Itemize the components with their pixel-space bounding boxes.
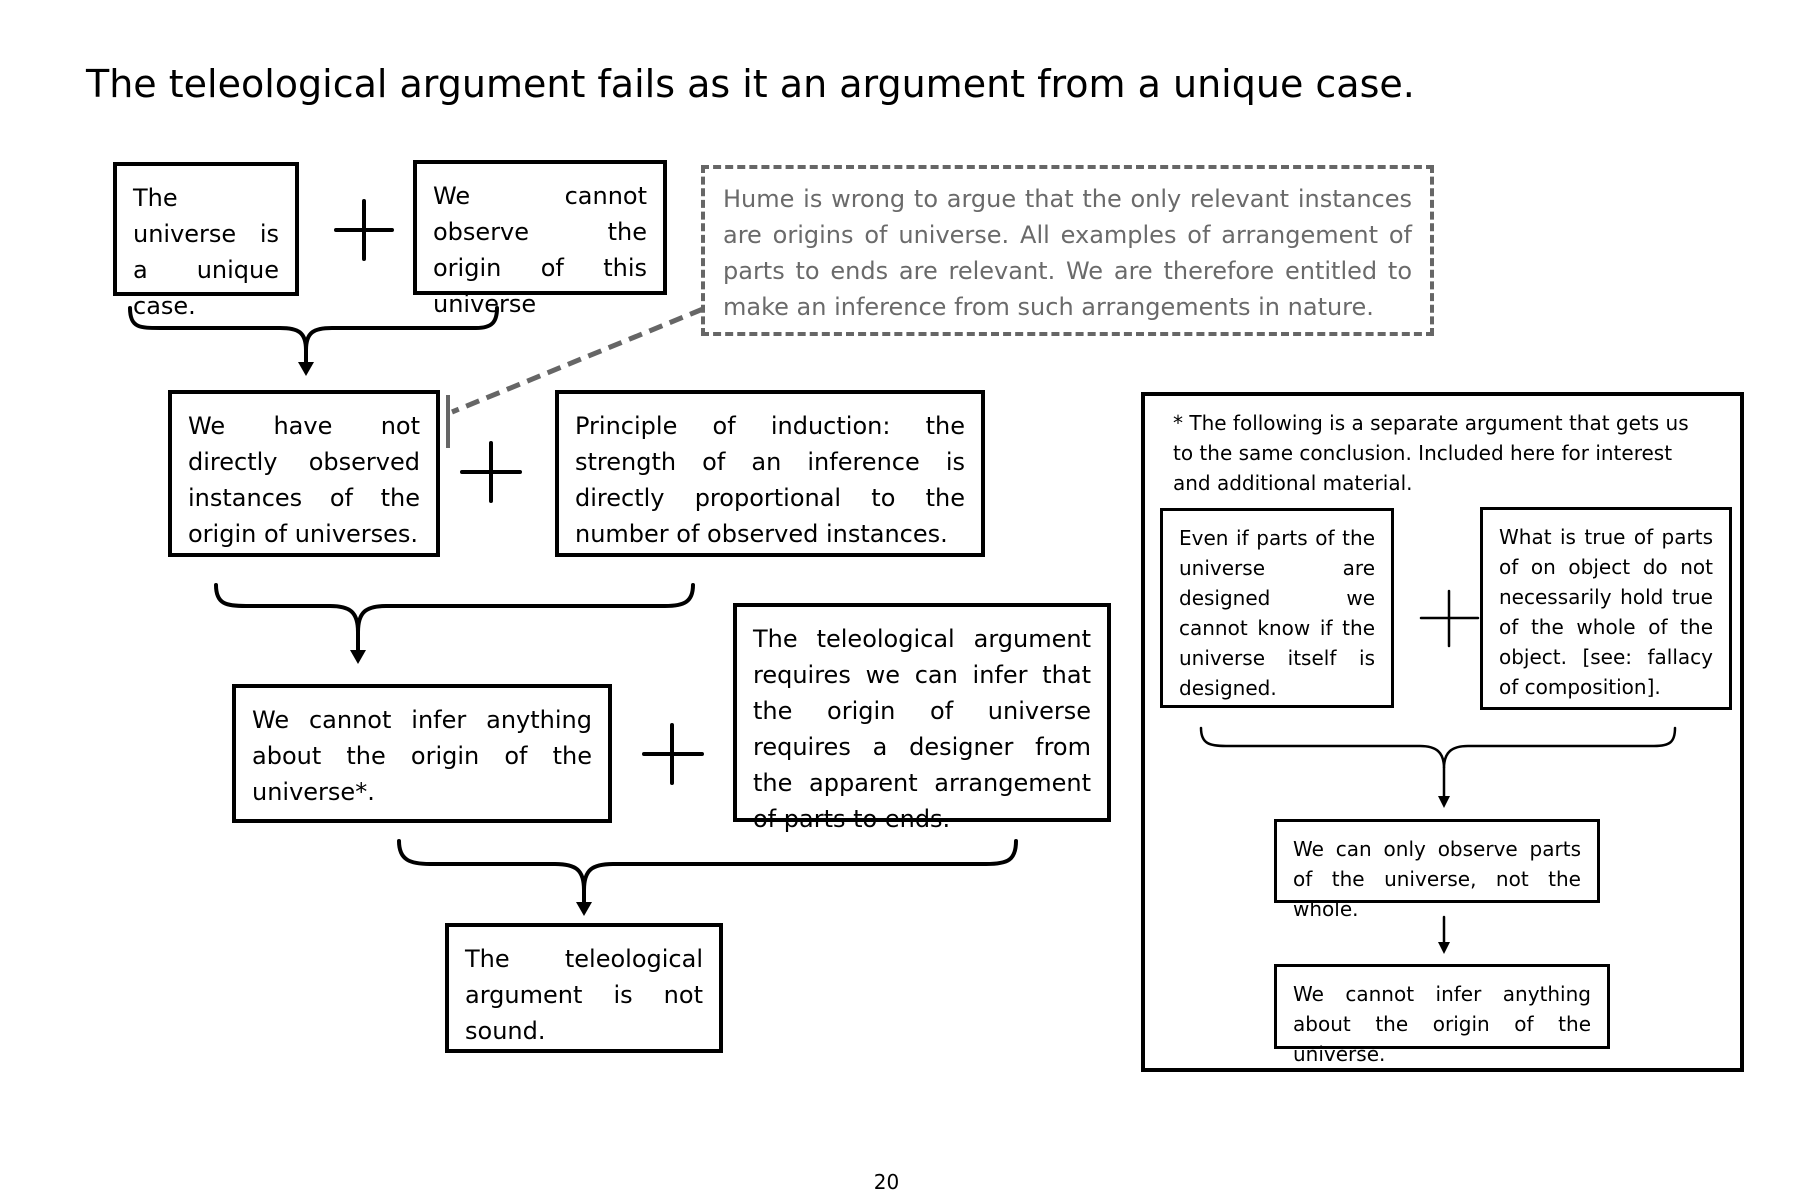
premise-cannot-observe: We cannot observe the origin of this uni… [413, 160, 667, 318]
plus-icon-2 [460, 441, 522, 503]
observe-parts-box: We can only observe parts of the univers… [1274, 819, 1600, 921]
brace-2 [214, 583, 695, 633]
side-conclusion-box: We cannot infer anything about the origi… [1274, 964, 1610, 1066]
principle-of-induction: Principle of induction: the strength of … [555, 390, 985, 557]
premise-unique-case: The universe is a unique case. [113, 162, 299, 320]
arrowhead-3 [576, 902, 592, 916]
page-title: The teleological argument fails as it an… [86, 62, 1415, 106]
arrowhead-5 [1438, 942, 1450, 954]
brace-1 [128, 306, 499, 351]
side-argument-panel [1141, 392, 1744, 1072]
arrowhead-1 [298, 362, 314, 376]
brace-3 [397, 839, 1018, 891]
argument-conclusion: The teleological argument is not sound. [445, 923, 723, 1053]
hume-objection-box: Hume is wrong to argue that the only rel… [701, 165, 1434, 336]
hume-dashed-link [451, 306, 704, 415]
page-number: 20 [873, 1170, 900, 1194]
cannot-infer-origin: We cannot infer anything about the origi… [232, 684, 612, 823]
arrowhead-2 [350, 650, 366, 664]
arrowhead-4 [1438, 796, 1450, 808]
not-observed-instances: We have not directly observed instances … [168, 390, 440, 557]
plus-icon-4 [1419, 589, 1480, 648]
parts-designed-box: Even if parts of the universe are design… [1160, 508, 1394, 708]
fallacy-of-composition-box: What is true of parts of on object do no… [1480, 507, 1732, 710]
plus-icon-1 [334, 199, 394, 261]
teleological-requirement: The teleological argument requires we ca… [733, 603, 1111, 833]
brace-4 [1199, 726, 1677, 769]
plus-icon-3 [642, 723, 704, 785]
side-argument-note: * The following is a separate argument t… [1173, 411, 1689, 495]
